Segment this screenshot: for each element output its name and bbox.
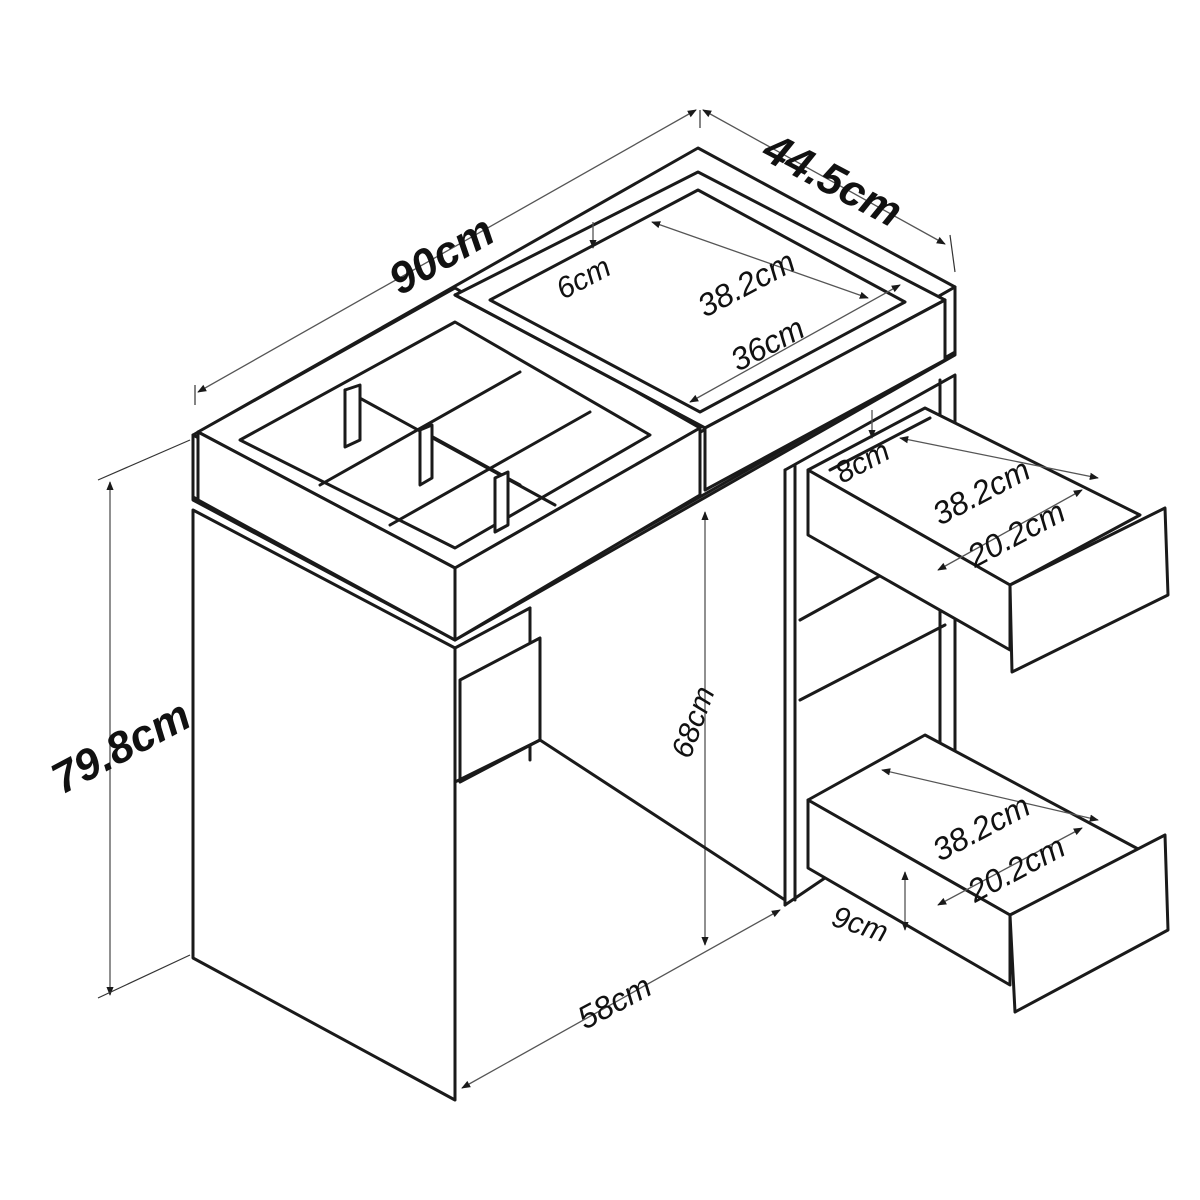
height-label: 79.8cm — [44, 691, 199, 804]
knee-height-label: 68cm — [666, 682, 722, 762]
dimension-lines — [97, 109, 956, 1089]
inner-dimension-lines — [589, 221, 1099, 931]
knee-width-label: 58cm — [571, 968, 657, 1037]
